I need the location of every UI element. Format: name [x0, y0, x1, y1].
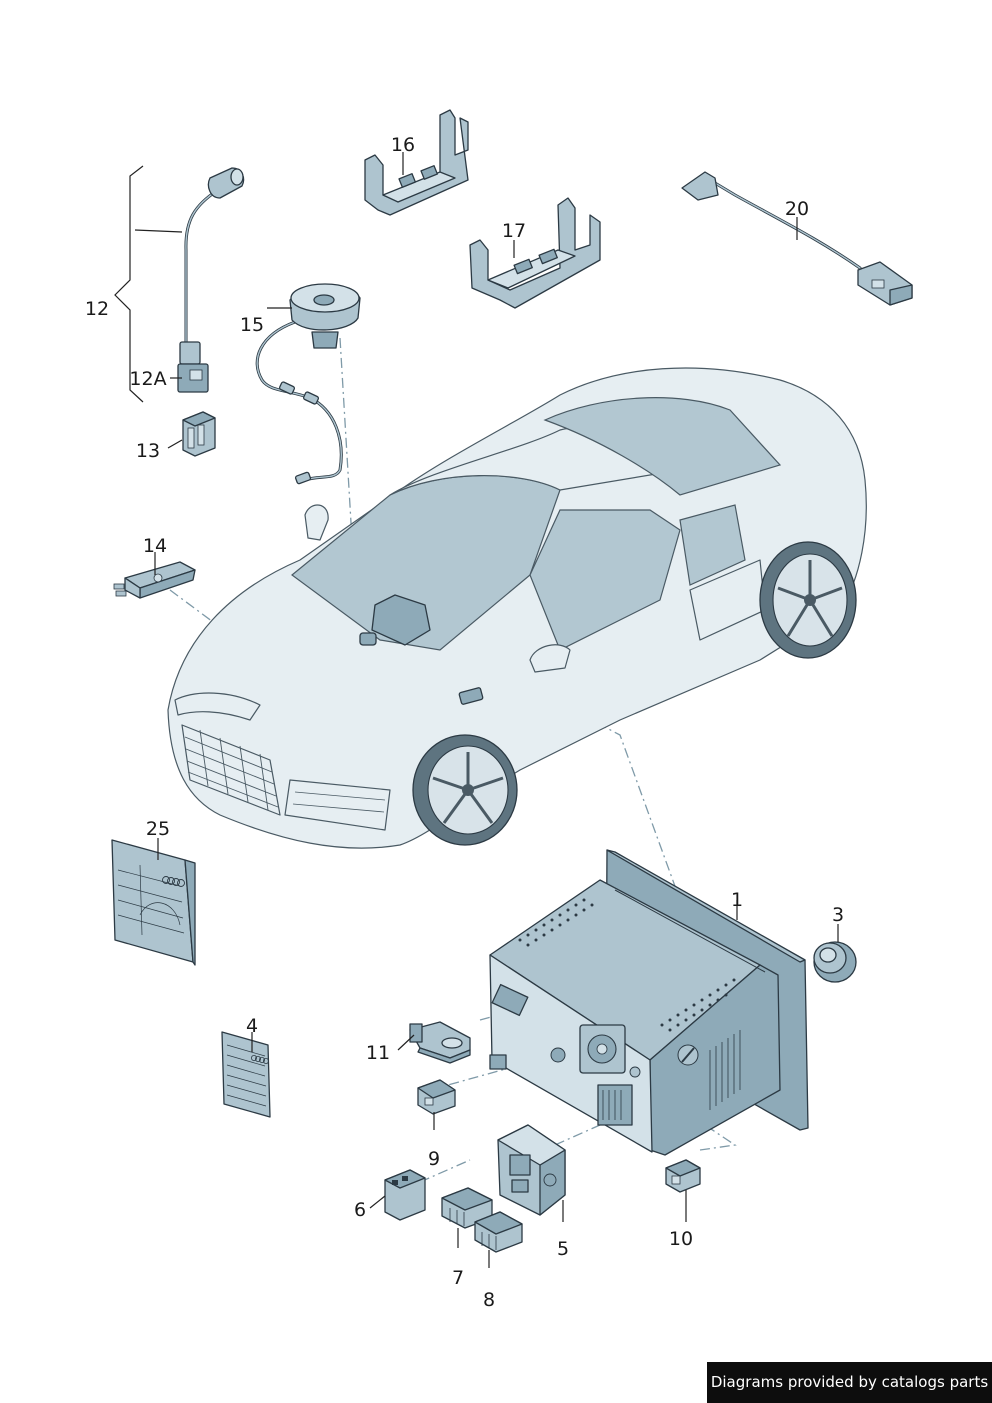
callout-6: 6 [354, 1199, 366, 1221]
part-3-grommet [813, 941, 857, 983]
rear-wheel [759, 541, 857, 659]
callout-3: 3 [832, 904, 844, 926]
credit-banner: Diagrams provided by catalogs parts [707, 1362, 992, 1403]
callout-17: 17 [502, 220, 526, 242]
callout-25: 25 [146, 818, 170, 840]
callout-12: 12 [85, 298, 109, 320]
part-25-booklet [111, 839, 196, 966]
callout-20: 20 [785, 198, 809, 220]
callout-8: 8 [483, 1289, 495, 1311]
part-8-plug [474, 1211, 523, 1253]
part-5-frame [497, 1124, 566, 1216]
part-9-connector [417, 1079, 456, 1115]
leader-lines [154, 152, 839, 1268]
callout-14: 14 [143, 535, 167, 557]
callout-11: 11 [366, 1042, 390, 1064]
callout-15: 15 [240, 314, 264, 336]
part-20-cable [681, 171, 913, 306]
part-11-clip [409, 1021, 471, 1064]
callout-10: 10 [669, 1228, 693, 1250]
car-illustration [167, 367, 867, 849]
part-16-holder [364, 109, 469, 216]
callout-9: 9 [428, 1148, 440, 1170]
part-6-connector [384, 1169, 426, 1221]
callout-13: 13 [136, 440, 160, 462]
callout-7: 7 [452, 1267, 464, 1289]
part-14-module [113, 561, 196, 599]
part-15-roof-antenna [255, 283, 361, 485]
part-4-card [221, 1031, 271, 1118]
callouts: 1 3 4 5 6 7 8 9 10 11 12 12A 13 14 15 16… [85, 134, 844, 1311]
part-10-connector [665, 1159, 701, 1193]
callout-5: 5 [557, 1238, 569, 1260]
callout-1: 1 [731, 889, 743, 911]
part-17-holder [469, 197, 601, 309]
part-12-antenna-cable [177, 167, 245, 393]
bracket-12 [114, 165, 144, 403]
callout-4: 4 [246, 1015, 258, 1037]
front-wheel [412, 734, 518, 846]
part-1-head-unit [489, 849, 809, 1156]
leader-12 [134, 229, 183, 233]
part-13-connector [182, 411, 216, 457]
callout-12a: 12A [129, 368, 166, 390]
callout-16: 16 [391, 134, 415, 156]
